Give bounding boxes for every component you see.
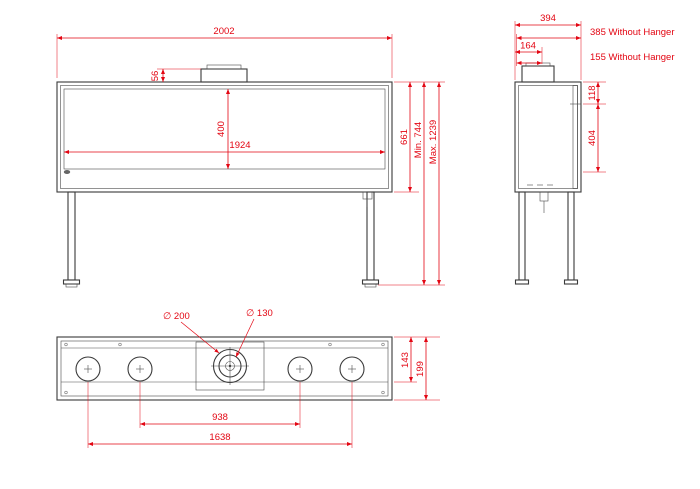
side-front-leg [567,191,575,281]
side-back-leg [518,191,526,281]
dim-inner-feet-spacing: 938 [212,412,228,423]
front-flue-collar [200,68,248,83]
dim-opening-width: 1924 [229,140,250,151]
screw-mark [381,390,385,395]
screw-mark [64,390,68,395]
front-body-inner-frame [60,85,389,189]
front-view-dimensions: 2002 56 1924 400 661 Min. 744 Max. 1239 [57,26,442,285]
dim-depth-without-hanger: 385 Without Hanger [590,27,675,38]
front-flue-collar-lip [206,64,242,70]
dim-max-total-height: Max. 1239 [428,120,439,164]
screw-mark [64,342,68,347]
side-gas-connection [539,191,549,202]
front-gas-connection [362,191,373,200]
side-back-foot [514,279,530,285]
front-view-outline [56,64,393,288]
front-view-extension-lines [56,34,445,286]
dim-glass-section-height: 404 [587,130,598,146]
front-left-foot-pad [65,283,78,288]
front-right-foot [361,279,380,285]
side-front-foot [563,279,579,285]
screw-mark [381,342,385,347]
bottom-body [56,336,393,401]
dim-overall-width: 2002 [213,26,234,37]
screw-mark [328,342,332,347]
outlet-circle-3 [287,356,313,382]
bottom-view: ∅ 200 ∅ 130 143 199 938 1638 [56,308,440,448]
dim-body-height: 661 [399,129,410,145]
side-flue-collar [521,65,555,83]
dim-opening-height: 400 [216,121,227,137]
front-right-foot-pad [364,283,377,288]
flue-assembly-box [195,341,265,391]
front-view: 2002 56 1924 400 661 Min. 744 Max. 1239 [56,26,445,288]
front-left-foot [62,279,81,285]
bottom-view-dimensions: ∅ 200 ∅ 130 143 199 938 1638 [88,308,429,447]
dim-flue-center-without-hanger: 155 Without Hanger [590,52,675,63]
side-body [514,81,582,193]
dim-flue-center-depth: 164 [520,41,536,52]
dim-top-section-height: 118 [587,85,598,100]
front-left-leg [67,191,76,281]
dim-min-total-height: Min. 744 [413,122,424,158]
dim-flue-height: 56 [150,71,161,82]
dim-bottom-overall-depth: 199 [415,361,426,377]
side-view: 394 385 Without Hanger 164 155 Without H… [514,13,675,285]
dim-flue-inner-diameter: ∅ 130 [246,308,273,319]
front-glass-opening [63,88,386,170]
screw-mark [118,342,122,347]
side-view-dimensions: 394 385 Without Hanger 164 155 Without H… [515,13,675,172]
dim-flue-outer-diameter: ∅ 200 [163,311,190,322]
outlet-centre-crosses [84,365,356,373]
dim-inner-depth: 143 [400,352,411,368]
side-body-inner-frame [518,85,578,189]
bottom-body-inner-frame [60,340,389,397]
bottom-view-outline [56,336,393,401]
outlet-circle-1 [75,356,101,382]
brand-logo-mark [63,170,71,174]
front-right-leg [366,191,375,281]
side-view-outline [514,62,582,285]
side-glass-pane [572,85,578,189]
dim-overall-depth: 394 [540,13,556,24]
bottom-view-extension-lines [87,336,440,448]
dim-outer-feet-spacing: 1638 [209,432,230,443]
outlet-circle-4 [339,356,365,382]
outlet-circle-2 [127,356,153,382]
